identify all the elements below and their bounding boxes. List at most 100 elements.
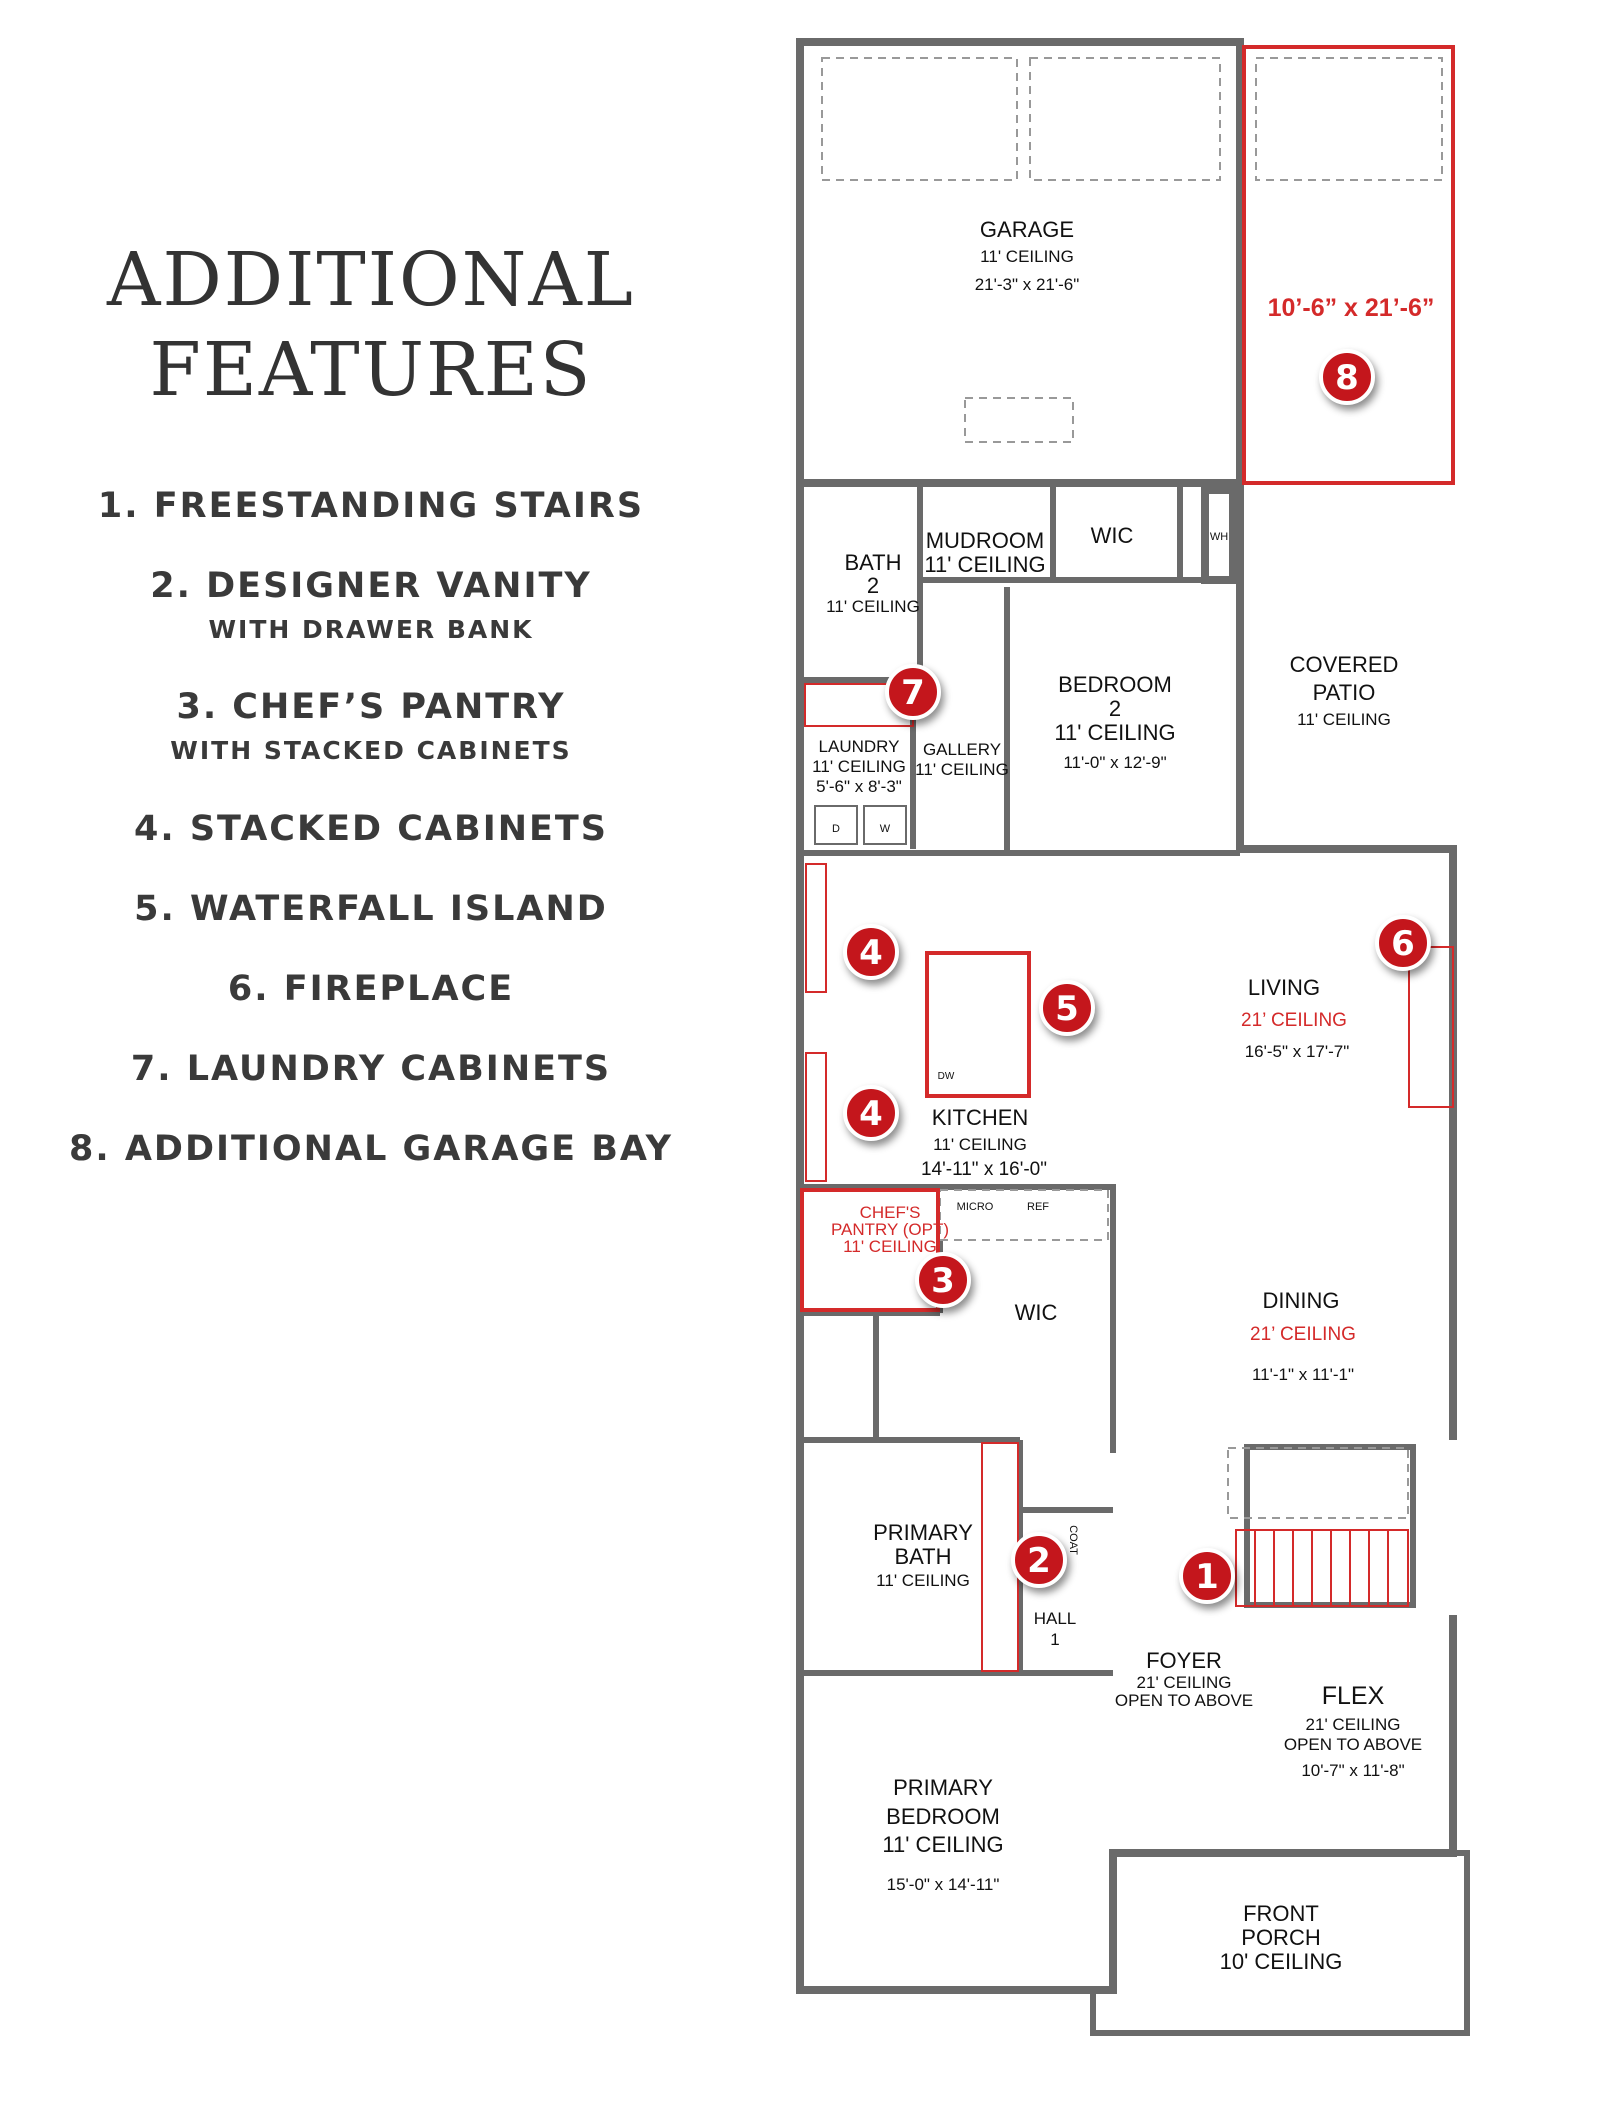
living-size: 16'-5" x 17'-7" xyxy=(1245,1042,1350,1061)
chefs-pantry-outline xyxy=(800,1188,940,1312)
primary-bedroom-ceiling: 11' CEILING xyxy=(882,1832,1003,1857)
living-label: LIVING xyxy=(1248,975,1320,1000)
primary-bath-label: PRIMARY xyxy=(873,1520,973,1545)
foyer-label: FOYER xyxy=(1146,1648,1222,1673)
bedroom-wing-walls xyxy=(800,487,1240,856)
feature-5: 5. WATERFALL ISLAND xyxy=(134,889,608,929)
dining-ceiling: 21’ CEILING xyxy=(1250,1324,1356,1345)
primary-bath-ceiling: 11' CEILING xyxy=(876,1571,970,1590)
flex-note: OPEN TO ABOVE xyxy=(1284,1735,1422,1754)
garage-size: 21'-3" x 21'-6" xyxy=(975,275,1080,294)
porch-label-2: PORCH xyxy=(1241,1925,1320,1950)
hall-label: HALL xyxy=(1034,1609,1077,1628)
garage-door-outline xyxy=(1029,57,1221,181)
feature-3-sub: WITH STACKED CABINETS xyxy=(170,736,571,765)
svg-text:2: 2 xyxy=(1027,1541,1051,1581)
patio-ceiling: 11' CEILING xyxy=(1297,710,1391,729)
primary-bath-label-2: BATH xyxy=(894,1544,951,1569)
svg-text:6: 6 xyxy=(1391,924,1415,964)
porch-walls xyxy=(1090,1850,1470,2036)
laundry-ceiling: 11' CEILING xyxy=(812,757,906,776)
laundry-label: LAUNDRY xyxy=(819,737,900,756)
heading-line1: ADDITIONAL xyxy=(106,237,635,323)
badge-5: 5 xyxy=(1039,980,1095,1036)
feature-2: 2. DESIGNER VANITY xyxy=(150,566,591,606)
kitchen-appliance-wall xyxy=(939,1189,1109,1241)
fireplace xyxy=(1408,946,1454,1108)
feature-highlights xyxy=(800,45,1455,1672)
svg-text:8: 8 xyxy=(1335,358,1359,398)
patio-label-2: PATIO xyxy=(1313,680,1376,705)
badge-2: 2 xyxy=(1011,1532,1067,1588)
porch-ceiling: 10' CEILING xyxy=(1220,1949,1343,1974)
bedroom2-size: 11'-0" x 12'-9" xyxy=(1063,753,1166,772)
kitchen-size: 14'-11" x 16'-0" xyxy=(921,1159,1047,1180)
bedroom2-ceiling: 11' CEILING xyxy=(1054,720,1175,745)
feature-4: 4. STACKED CABINETS xyxy=(134,809,608,849)
svg-text:5: 5 xyxy=(1055,989,1079,1029)
mudroom-label: MUDROOM xyxy=(926,528,1045,553)
foyer-ceiling: 21' CEILING xyxy=(1137,1673,1232,1692)
bedroom2-number: 2 xyxy=(1109,696,1121,721)
badge-4-upper: 4 xyxy=(843,924,899,980)
pantry-label: CHEF'S xyxy=(860,1203,921,1222)
dryer-label: D xyxy=(832,823,840,835)
upper-stair-run xyxy=(1227,1447,1409,1519)
feature-badges: 1 2 3 4 4 5 6 7 8 xyxy=(843,349,1431,1604)
gallery-label: GALLERY xyxy=(923,740,1001,759)
feature-3: 3. CHEF’S PANTRY xyxy=(176,687,565,727)
bath2-number: 2 xyxy=(867,573,879,598)
badge-8: 8 xyxy=(1319,349,1375,405)
patio-label: COVERED xyxy=(1290,652,1399,677)
primary-bedroom-label-2: BEDROOM xyxy=(886,1804,1000,1829)
stacked-cabinets-lower xyxy=(805,1052,827,1182)
dining-size: 11'-1" x 11'-1" xyxy=(1252,1365,1354,1384)
mudroom-ceiling: 11' CEILING xyxy=(924,552,1045,577)
primary-bedroom-size: 15'-0" x 14'-11" xyxy=(887,1875,1000,1894)
svg-text:4: 4 xyxy=(859,1094,883,1134)
water-heater-closet xyxy=(1201,486,1237,584)
bath2-ceiling: 11' CEILING xyxy=(826,597,920,616)
room-labels: GARAGE 11' CEILING 21'-3" x 21'-6" 10’-6… xyxy=(812,217,1434,1974)
kitchen-ceiling: 11' CEILING xyxy=(933,1135,1027,1154)
primary-bedroom-label: PRIMARY xyxy=(893,1775,993,1800)
feature-2-sub: WITH DRAWER BANK xyxy=(208,615,533,644)
feature-6: 6. FIREPLACE xyxy=(228,969,514,1009)
washer-label: W xyxy=(880,823,891,835)
garage-ceiling: 11' CEILING xyxy=(980,247,1074,266)
feature-7: 7. LAUNDRY CABINETS xyxy=(131,1049,611,1089)
flex-size: 10'-7" x 11'-8" xyxy=(1301,1761,1404,1780)
wic-label: WIC xyxy=(1091,523,1134,548)
badge-1: 1 xyxy=(1179,1548,1235,1604)
porch-label: FRONT xyxy=(1243,1901,1319,1926)
garage-label: GARAGE xyxy=(980,217,1074,242)
features-list: 1. FREESTANDING STAIRS 2. DESIGNER VANIT… xyxy=(69,486,673,1169)
flex-ceiling: 21' CEILING xyxy=(1306,1715,1401,1734)
garage-walls xyxy=(796,38,1244,487)
pantry-ceiling: 11' CEILING xyxy=(843,1237,937,1256)
feature-8: 8. ADDITIONAL GARAGE BAY xyxy=(69,1129,673,1169)
garage-bay-door-outline xyxy=(1255,57,1443,181)
garage-attic-hatch xyxy=(964,397,1074,443)
hall-number: 1 xyxy=(1050,1630,1059,1649)
pantry-label-2: PANTRY (OPT) xyxy=(831,1220,949,1239)
heading-line2: FEATURES xyxy=(150,327,593,413)
gallery-ceiling: 11' CEILING xyxy=(915,760,1009,779)
dishwasher-label: DW xyxy=(938,1071,955,1082)
flex-label: FLEX xyxy=(1322,1682,1385,1710)
microwave-label: MICRO xyxy=(957,1201,994,1213)
badge-3: 3 xyxy=(915,1252,971,1308)
badge-6: 6 xyxy=(1375,915,1431,971)
dryer xyxy=(814,805,858,845)
foyer-note: OPEN TO ABOVE xyxy=(1115,1691,1253,1710)
living-ceiling: 21’ CEILING xyxy=(1241,1010,1347,1031)
svg-text:7: 7 xyxy=(901,673,925,713)
refrigerator-label: REF xyxy=(1027,1201,1049,1213)
outer-walls xyxy=(796,483,1457,1994)
badge-4-lower: 4 xyxy=(843,1085,899,1141)
garage-bay-outline xyxy=(1242,45,1455,485)
feature-1: 1. FREESTANDING STAIRS xyxy=(98,486,644,526)
svg-text:4: 4 xyxy=(859,933,883,973)
